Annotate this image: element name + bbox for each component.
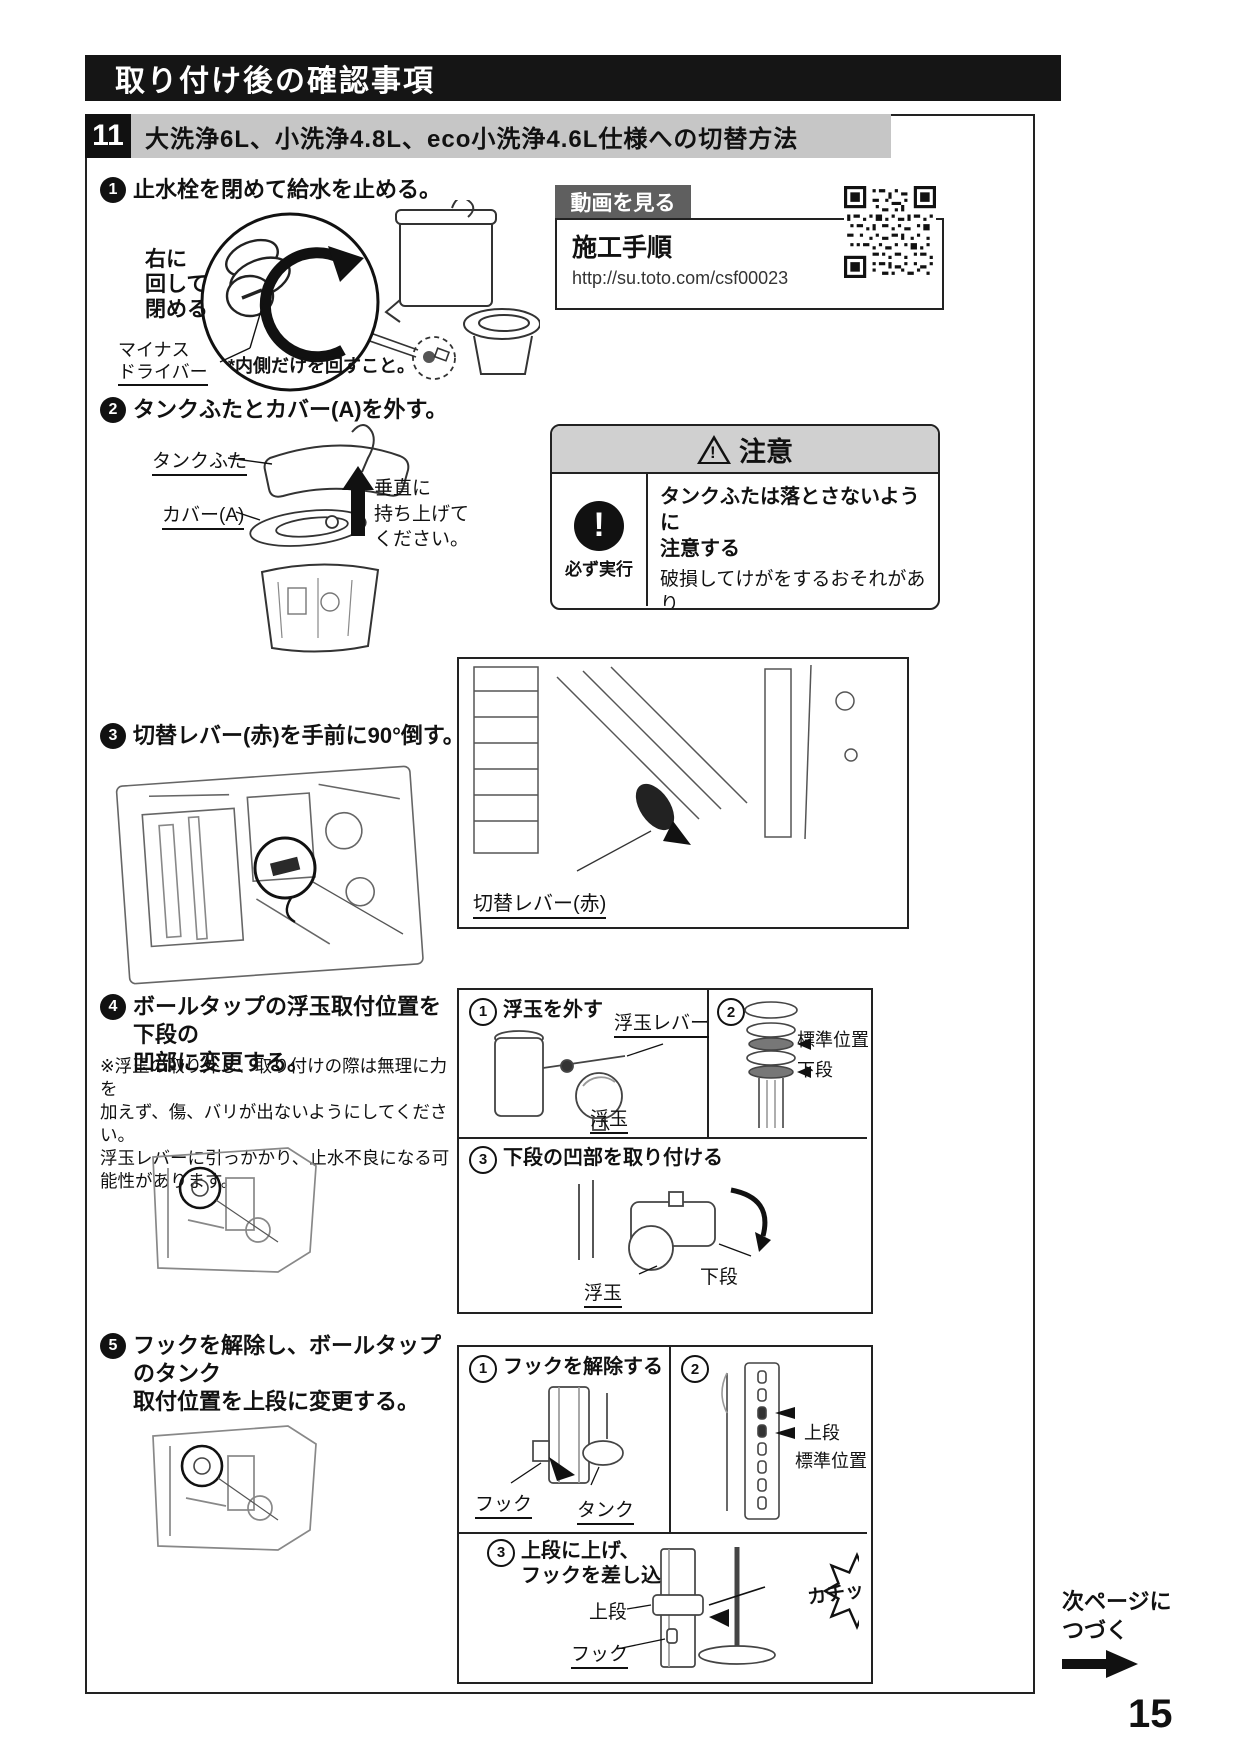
step4-p3-title-text: 下段の凹部を取り付ける <box>503 1147 723 1169</box>
page-header-title: 取り付け後の確認事項 <box>115 65 435 98</box>
step4-p3-number: 3 <box>469 1146 497 1174</box>
step3-number-badge: 3 <box>100 723 126 749</box>
step5-p3-hook-label: フック <box>571 1639 629 1669</box>
step5-standard-label: 標準位置 <box>795 1451 867 1471</box>
step5-p3-title: 3 上段に上げ、 フックを差し込む <box>487 1539 681 1589</box>
video-title: 施工手順 <box>572 234 673 262</box>
step5-p2-number: 2 <box>681 1355 709 1383</box>
caution-text-cell: タンクふたは落とさないように 注意する 破損してけがをするおそれがあり ます。 <box>648 474 938 608</box>
caution-mandatory-label: 必ず実行 <box>565 559 633 579</box>
step4-p3-lower-label: 下段 <box>700 1267 739 1288</box>
step4-panel-divider-h <box>459 1137 867 1139</box>
caution-box: ! 注意 ! 必ず実行 タンクふたは落とさないように 注意する 破損してけがをす… <box>550 424 940 610</box>
page-header: 取り付け後の確認事項 <box>85 55 1061 101</box>
step4-p1-float-label: 浮玉 <box>590 1104 629 1134</box>
step4-p1-title: 1 浮玉を外す <box>469 998 603 1026</box>
warning-triangle-icon: ! <box>697 434 731 464</box>
qr-code <box>844 186 936 278</box>
step1-heading: 1 止水栓を閉めて給水を止める。 <box>100 176 540 204</box>
step4-float-lever-label: 浮玉レバー <box>614 1008 710 1038</box>
step4-p2-illustration <box>744 1001 811 1128</box>
step3-tank-illustration <box>115 765 424 985</box>
step5-number-badge: 5 <box>100 1333 126 1359</box>
step4-p3-illustration <box>578 1180 771 1275</box>
step4-number-badge: 4 <box>100 994 126 1020</box>
step5-hook-label: フック <box>475 1489 533 1519</box>
step5-tank-illustration <box>152 1425 317 1551</box>
section-number: 11 <box>92 119 124 152</box>
step5-p3-title-text: 上段に上げ、 フックを差し込む <box>521 1540 681 1587</box>
page-number: 15 <box>1128 1692 1173 1736</box>
step5-p3-upper-label: 上段 <box>589 1602 628 1623</box>
step3-title: 切替レバー(赤)を手前に90°倒す。 <box>133 723 465 748</box>
caution-title: タンクふたは落とさないように 注意する <box>660 486 920 560</box>
step5-panel-divider-v <box>669 1347 671 1532</box>
section-number-badge: 11 <box>85 114 131 158</box>
video-url: http://su.toto.com/csf00023 <box>572 268 789 288</box>
step4-p1-illustration <box>494 1030 664 1131</box>
step1-illustration <box>200 200 540 392</box>
caution-body: 破損してけがをするおそれがあり ます。 <box>660 569 926 610</box>
step5-tank-label: タンク <box>577 1495 635 1525</box>
step4-panel: 1 浮玉を外す 浮玉レバー 浮玉 2 <box>457 988 873 1314</box>
step3-detail-illustration <box>473 664 858 872</box>
step4-note: ※浮玉の取り外し、取り付けの際は無理に力を 加えず、傷、バリが出ないようにしてく… <box>100 1056 450 1192</box>
step5-upper-label: 上段 <box>804 1423 840 1443</box>
step5-p3-number: 3 <box>487 1539 515 1567</box>
step5-p1-title-text: フックを解除する <box>503 1356 663 1378</box>
step4-p1-title-text: 浮玉を外す <box>503 999 603 1021</box>
step5-p1-illustration <box>510 1386 624 1486</box>
step2-heading: 2 タンクふたとカバー(A)を外す。 <box>100 396 540 424</box>
caution-header: ! 注意 <box>552 426 938 474</box>
step3-detail-panel: 切替レバー(赤) <box>457 657 909 929</box>
next-page-label: 次ページに つづく <box>1062 1589 1172 1643</box>
step2-title: タンクふたとカバー(A)を外す。 <box>133 397 448 422</box>
next-page-arrow-icon <box>1062 1650 1138 1678</box>
caution-header-label: 注意 <box>739 436 793 467</box>
step5-p1-title: 1 フックを解除する <box>469 1355 663 1383</box>
step5-panel-divider-h <box>459 1532 867 1534</box>
step2-lift-label: 垂直に 持ち上げて ください。 <box>374 478 470 551</box>
step4-p2-number: 2 <box>717 998 745 1026</box>
step4-standard-label: 標準位置 <box>797 1030 869 1050</box>
mandatory-icon: ! <box>574 500 624 551</box>
section-title-bar: 大洗浄6L、小洗浄4.8L、eco小洗浄4.6L仕様への切替方法 <box>131 114 891 158</box>
step5-p2-illustration <box>721 1362 795 1520</box>
caution-mandatory-cell: ! 必ず実行 <box>552 474 648 606</box>
step1-number-badge: 1 <box>100 177 126 203</box>
step1-title: 止水栓を閉めて給水を止める。 <box>133 177 442 202</box>
step3-heading: 3 切替レバー(赤)を手前に90°倒す。 <box>100 722 540 750</box>
step2-lid-label: タンクふた <box>152 446 248 476</box>
step5-title: フックを解除し、ボールタップのタンク 取付位置を上段に変更する。 <box>133 1333 442 1415</box>
step4-p3-float-label: 浮玉 <box>584 1278 623 1308</box>
step2-illustration <box>227 424 410 653</box>
video-tab-label: 動画を見る <box>570 191 676 215</box>
step2-number-badge: 2 <box>100 397 126 423</box>
step4-p2-lower-label: 下段 <box>797 1060 833 1080</box>
step4-panel-divider-v <box>707 990 709 1137</box>
step4-p3-title: 3 下段の凹部を取り付ける <box>469 1146 723 1174</box>
step5-p3-illustration <box>616 1547 859 1668</box>
step4-title: ボールタップの浮玉取付位置を下段の 凹部に変更する。 <box>133 994 442 1076</box>
video-tab: 動画を見る <box>555 185 691 218</box>
section-title: 大洗浄6L、小洗浄4.8L、eco小洗浄4.6L仕様への切替方法 <box>145 125 799 153</box>
step3-lever-label: 切替レバー(赤) <box>473 887 607 919</box>
step2-cover-label: カバー(A) <box>162 500 245 530</box>
step5-panel: 1 フックを解除する フック タンク 2 <box>457 1345 873 1684</box>
step1-note: *内側だけを回すこと。 <box>228 356 416 376</box>
step1-rotate-label: 右に 回して 閉める <box>145 248 208 321</box>
step1-driver-label: マイナス ドライバー <box>118 340 208 387</box>
step4-p1-number: 1 <box>469 998 497 1026</box>
step5-heading: 5 フックを解除し、ボールタップのタンク 取付位置を上段に変更する。 <box>100 1332 460 1416</box>
step4-heading: 4 ボールタップの浮玉取付位置を下段の 凹部に変更する。 <box>100 993 460 1077</box>
step4-tank-illustration <box>152 1147 317 1273</box>
step5-p1-number: 1 <box>469 1355 497 1383</box>
